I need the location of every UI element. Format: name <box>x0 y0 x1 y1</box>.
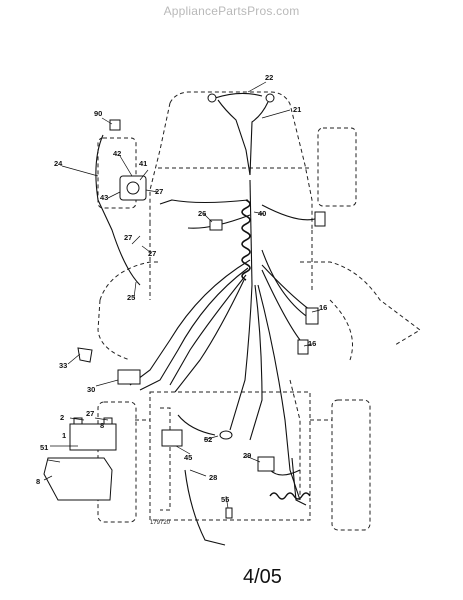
callout-label: 42 <box>113 149 121 158</box>
watermark: AppliancePartsPros.com <box>163 4 300 18</box>
callout-label: 45 <box>184 453 192 462</box>
callout-label: 1 <box>62 431 66 440</box>
callout-labels: 22 21 90 24 42 41 43 27 40 26 27 27 25 1… <box>36 73 327 504</box>
headlight-right <box>265 93 275 103</box>
ignition-switch <box>117 369 141 385</box>
callout-label: 27 <box>155 187 163 196</box>
callout-label: 90 <box>94 109 102 118</box>
callout-label: 33 <box>59 361 67 370</box>
callout-label: 25 <box>127 293 135 302</box>
callout-label: 8 <box>36 477 40 486</box>
callout-label: 16 <box>319 303 327 312</box>
callout-label: 51 <box>40 443 48 452</box>
callout-label: 26 <box>198 209 206 218</box>
leader-lines <box>43 81 321 509</box>
callout-label: 22 <box>265 73 273 82</box>
callout-label: 55 <box>221 495 229 504</box>
callout-label: 27 <box>148 249 156 258</box>
callout-label: 41 <box>139 159 147 168</box>
headlight-left <box>207 93 217 103</box>
seat-switch <box>257 456 275 472</box>
callout-label: 30 <box>87 385 95 394</box>
callout-label: 27 <box>86 409 94 418</box>
battery-tray <box>43 457 113 501</box>
tractor-outline <box>97 91 421 531</box>
callout-label: 52 <box>204 435 212 444</box>
wire-harness <box>95 92 319 546</box>
drawing-code: 179720 <box>150 520 171 526</box>
callout-label: 16 <box>308 339 316 348</box>
callout-label: 29 <box>243 451 251 460</box>
callout-label: 21 <box>293 105 301 114</box>
page-number: 4/05 <box>243 566 282 588</box>
callout-label: 24 <box>54 159 63 168</box>
callout-label: 43 <box>100 193 108 202</box>
callout-label: 28 <box>209 473 217 482</box>
fuse-holder <box>109 119 121 131</box>
callout-label: 8 <box>100 421 104 430</box>
callout-label: 2 <box>60 413 64 422</box>
interlock-module <box>161 429 183 447</box>
callout-label: 40 <box>258 209 266 218</box>
callout-label: 27 <box>124 233 132 242</box>
